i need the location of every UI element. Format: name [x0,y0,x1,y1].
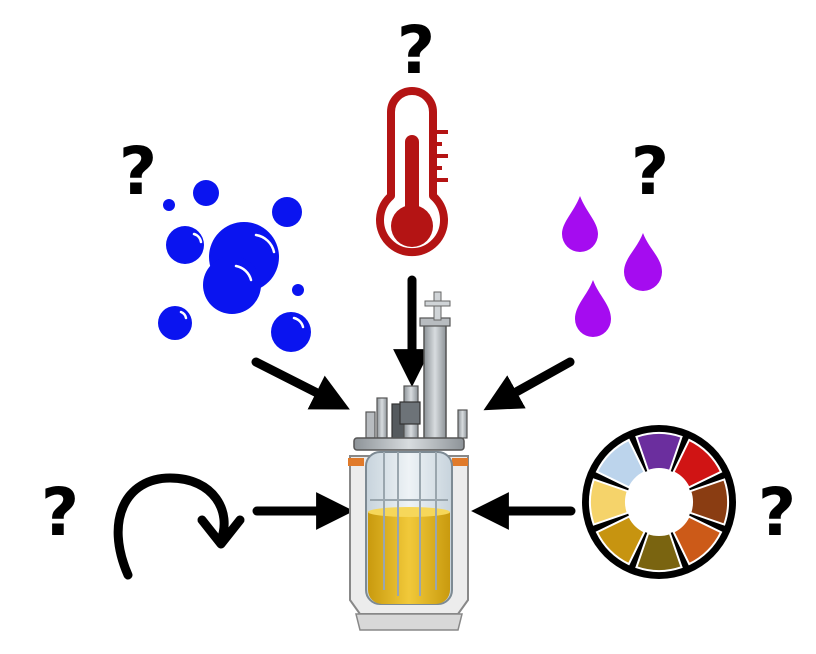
rotation-icon [113,473,245,580]
bubbles-icon [158,180,311,352]
water-drops-icon [562,196,662,337]
ph-question-mark: ? [758,474,796,551]
color-wheel-segment [672,438,723,489]
arrow-from-bubbles [251,357,350,410]
nutrient-feed-question-mark: ? [631,133,669,210]
color-wheel-segment [595,515,646,566]
temperature-question-mark: ? [397,12,435,89]
agitation-question-mark: ? [41,474,79,551]
thermometer-icon [376,87,448,257]
color-wheel-segment [672,515,723,566]
arrow-from-drops [483,357,575,411]
color-wheel-segment [595,438,646,489]
bioreactor-icon [348,291,469,631]
arrows [251,275,576,530]
color-wheel-icon [582,425,736,579]
aeration-question-mark: ? [119,133,157,210]
